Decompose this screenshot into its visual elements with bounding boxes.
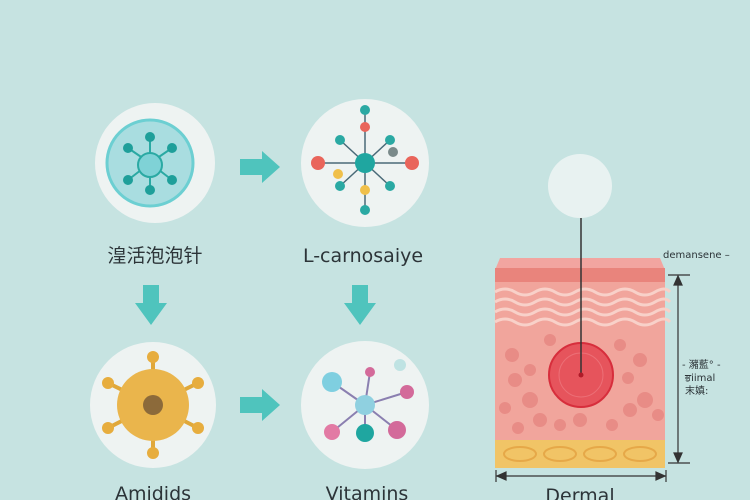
cell-icon xyxy=(95,103,215,223)
arrow-down-icon xyxy=(135,285,167,325)
arrow-down-icon xyxy=(344,285,376,325)
skin-side-annotation-1: - 瀦藍° - xyxy=(682,358,721,371)
skin-side-annotation-2: ਭiimal xyxy=(684,373,715,384)
arrow-right-icon xyxy=(240,151,280,183)
skin-cross-section: demansene – - 瀦藍° - ਭiimal 末嫃: xyxy=(494,154,730,482)
label-bottom-left: Amidids xyxy=(115,483,191,500)
microneedle-bubble xyxy=(548,154,612,218)
arrow-right-icon xyxy=(240,389,280,421)
label-top-right: L-carnosaiye xyxy=(303,245,423,267)
amide-cell-icon xyxy=(90,342,216,468)
skin-side-annotation-3: 末嫃: xyxy=(685,384,708,397)
vitamin-molecule-icon xyxy=(301,341,429,469)
label-skin: Dermal xyxy=(545,485,614,500)
label-top-left: 湟活泡泡针 xyxy=(107,245,202,267)
skin-top-annotation: demansene – xyxy=(663,250,730,261)
label-bottom-right: Vitamins xyxy=(326,483,409,500)
molecule-network-icon xyxy=(301,99,429,227)
